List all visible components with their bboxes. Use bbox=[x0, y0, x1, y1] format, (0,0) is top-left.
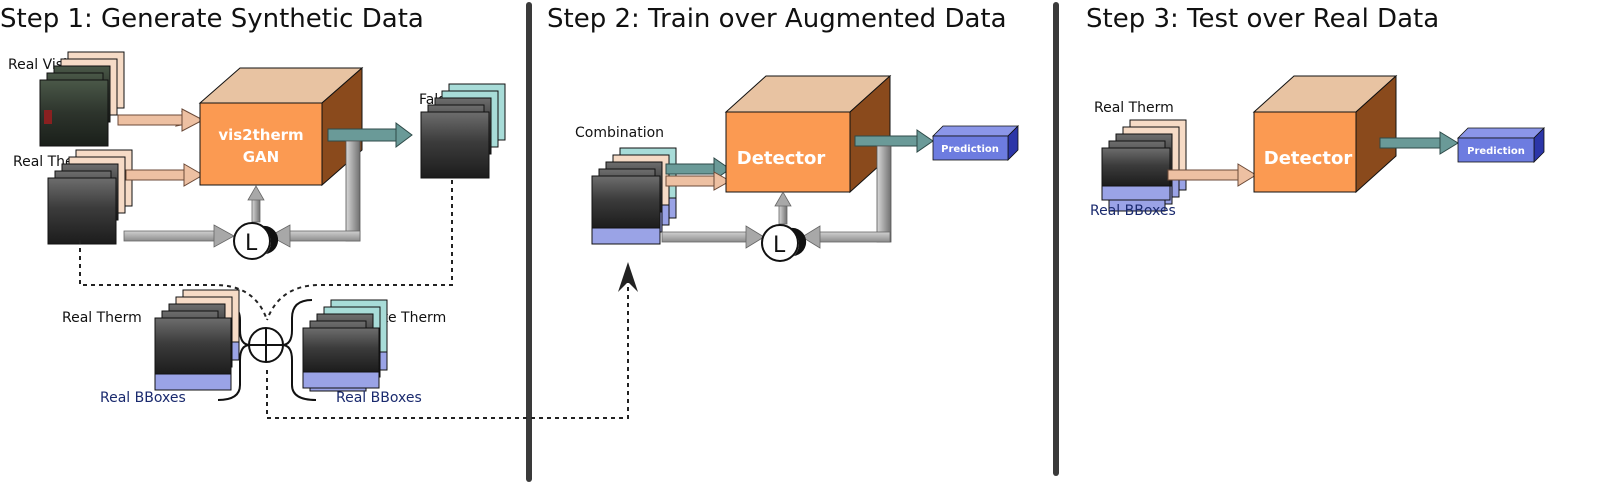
therm-to-gan-arrow bbox=[125, 169, 185, 181]
combo-real-therm-stack bbox=[154, 289, 240, 391]
detector-box-test: Detector bbox=[1252, 74, 1398, 194]
prediction-label-test: Prediction bbox=[1467, 146, 1525, 157]
detector-loss-node: L bbox=[761, 224, 807, 262]
prediction-box-train: Prediction bbox=[932, 125, 1019, 161]
loss-to-gan-arrow-head bbox=[247, 185, 265, 201]
step3-title: Step 3: Test over Real Data bbox=[1086, 4, 1439, 34]
test-real-therm-label: Real Therm bbox=[1094, 100, 1174, 116]
test-input-arrow-head bbox=[1237, 163, 1257, 187]
combination-label: Combination bbox=[575, 125, 664, 141]
step2-title: Step 2: Train over Augmented Data bbox=[547, 4, 1007, 34]
right-brace bbox=[281, 299, 317, 401]
combination-image-stack bbox=[591, 147, 677, 245]
combo-real-bboxes-label: Real BBoxes bbox=[100, 390, 186, 406]
test-input-arrow bbox=[1167, 169, 1241, 181]
therm-arrow-head bbox=[183, 163, 204, 187]
combination-arrow-head bbox=[618, 262, 638, 292]
loss-to-detector-arrow-head bbox=[774, 191, 792, 207]
combine-plus-icon bbox=[248, 327, 284, 363]
step-divider-1 bbox=[526, 2, 532, 482]
real-to-loss-arrow-head bbox=[213, 224, 235, 248]
fake-feedback-vertical bbox=[345, 140, 361, 242]
real-to-loss-arrow bbox=[123, 230, 217, 242]
fake-therm-dashed-path bbox=[266, 180, 453, 321]
step-divider-2 bbox=[1053, 2, 1059, 476]
pred-to-loss-arrow bbox=[817, 231, 891, 243]
combo-fake-therm-stack bbox=[302, 299, 388, 392]
prediction-feedback-vertical bbox=[876, 145, 892, 243]
gan-label-line1: vis2therm bbox=[218, 126, 303, 144]
gan-output-arrow bbox=[327, 128, 399, 142]
fake-to-loss-arrow-head bbox=[269, 224, 291, 248]
gan-loss-label: L bbox=[245, 231, 258, 256]
detector-output-arrow-test bbox=[1379, 137, 1443, 149]
detector-output-arrow-train bbox=[854, 135, 920, 147]
gt-to-loss-arrow bbox=[661, 231, 749, 243]
gan-loss-node: L bbox=[233, 222, 279, 260]
prediction-label-train: Prediction bbox=[941, 144, 999, 155]
gan-output-arrow-head bbox=[395, 122, 413, 148]
combo-real-therm-label: Real Therm bbox=[62, 310, 142, 326]
visible-arrow-head bbox=[181, 108, 205, 132]
detector-output-arrow-head-train bbox=[916, 129, 934, 153]
test-real-therm-stack bbox=[1101, 119, 1187, 212]
fake-to-loss-arrow bbox=[287, 230, 361, 242]
step1-title: Step 1: Generate Synthetic Data bbox=[0, 4, 424, 34]
combination-teal-arrow bbox=[665, 163, 717, 175]
prediction-box-test: Prediction bbox=[1457, 127, 1545, 163]
detector-loss-label: L bbox=[773, 233, 786, 258]
visible-arrow-shaft bbox=[117, 114, 183, 126]
detector-output-arrow-head-test bbox=[1439, 131, 1459, 155]
detector-box-train: Detector bbox=[724, 74, 892, 194]
test-real-bboxes-label: Real BBoxes bbox=[1090, 203, 1176, 219]
pred-to-loss-arrow-head bbox=[801, 225, 821, 249]
gan-label-line2: GAN bbox=[243, 148, 279, 166]
combo-fake-bboxes-label: Real BBoxes bbox=[336, 390, 422, 406]
loss-to-gan-arrow bbox=[251, 197, 261, 223]
combination-peach-arrow-head bbox=[713, 171, 732, 191]
gt-to-loss-arrow-head bbox=[745, 225, 765, 249]
detector-label-test: Detector bbox=[1264, 148, 1353, 169]
detector-label-train: Detector bbox=[737, 148, 826, 169]
combination-dashed-path bbox=[266, 275, 629, 419]
combination-peach-arrow bbox=[665, 175, 717, 187]
gan-box: vis2therm GAN bbox=[198, 66, 364, 187]
